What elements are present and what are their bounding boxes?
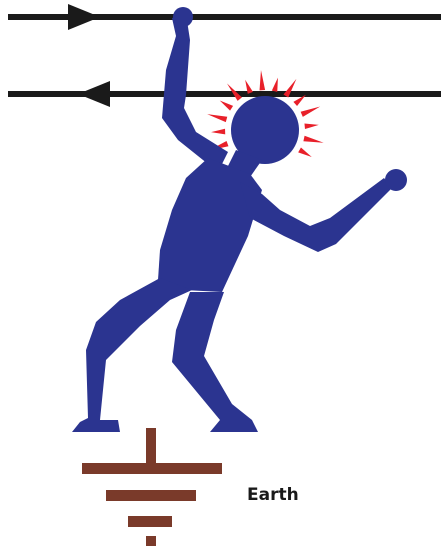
earth-label: Earth — [247, 485, 299, 505]
upper-wire — [8, 4, 441, 30]
shock-spike — [207, 114, 227, 122]
electrocuted-person-icon — [72, 7, 407, 432]
shock-spike — [298, 148, 312, 157]
shock-spike — [272, 78, 278, 92]
earth-ground-icon — [82, 428, 222, 546]
arrow-left-icon — [78, 81, 110, 107]
shock-spike — [304, 123, 318, 129]
arrow-right-icon — [68, 4, 100, 30]
shock-spike — [301, 106, 321, 116]
shock-spike — [303, 136, 323, 143]
shock-spike — [220, 101, 233, 111]
shock-spike — [260, 70, 266, 90]
shock-spike — [211, 129, 225, 135]
